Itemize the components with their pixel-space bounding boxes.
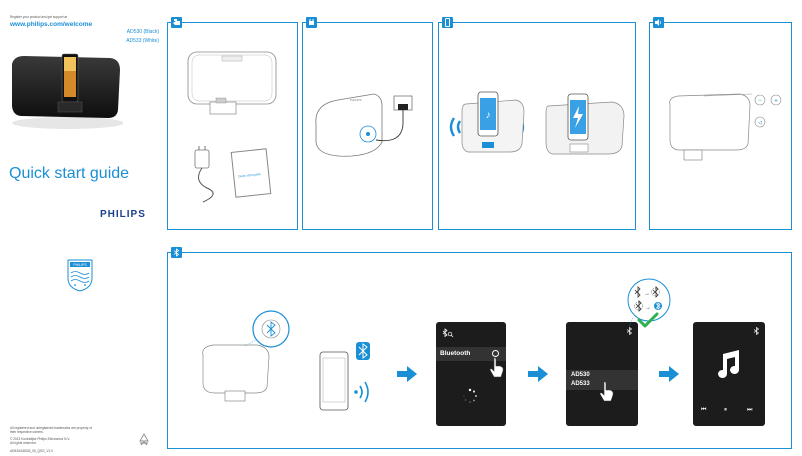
phone-screen-device-list: AD530 AD533 bbox=[566, 322, 638, 426]
volume-speaker-drawing: − + ◁ bbox=[660, 80, 788, 164]
speaker-volume-icon bbox=[655, 19, 662, 26]
svg-text:→: → bbox=[644, 291, 650, 297]
welcome-url[interactable]: www.philips.com/welcome bbox=[10, 21, 93, 28]
qsg-booklet: Quick start guide bbox=[230, 148, 272, 198]
phone-screen-music-player: ⏮ ⏸ ⏭ bbox=[693, 322, 765, 426]
dock-tab bbox=[442, 17, 453, 28]
svg-text:PHILIPS: PHILIPS bbox=[73, 263, 87, 267]
model-white: AD533 (White) bbox=[126, 38, 159, 44]
plug-icon bbox=[309, 19, 314, 25]
speaker-front-drawing bbox=[186, 48, 278, 118]
bluetooth-status-icon bbox=[753, 327, 760, 335]
product-photo bbox=[8, 46, 124, 130]
legal-line-4: All rights reserved. bbox=[10, 441, 37, 445]
speaker-bt-button-drawing bbox=[195, 305, 305, 405]
bluetooth-icon bbox=[173, 248, 180, 257]
dock-music-drawing: ♪ bbox=[446, 90, 532, 164]
loading-spinner-icon bbox=[463, 388, 477, 403]
svg-text:◁: ◁ bbox=[758, 120, 762, 126]
next-track-icon[interactable]: ⏭ bbox=[747, 407, 753, 413]
device-name-2: AD533 bbox=[571, 381, 590, 387]
page-title: Quick start guide bbox=[9, 165, 130, 182]
phone-screen-bluetooth: Bluetooth bbox=[436, 322, 506, 426]
register-text: Register your product and get support at bbox=[10, 15, 68, 19]
recycle-icon bbox=[137, 433, 151, 447]
box-contents-tab bbox=[171, 17, 182, 28]
svg-text:PHILIPS: PHILIPS bbox=[350, 98, 362, 102]
bluetooth-search-icon bbox=[442, 328, 454, 338]
playback-controls: ⏮ ⏸ ⏭ bbox=[693, 406, 765, 418]
hand-pointer-icon bbox=[489, 357, 504, 378]
step-arrow-1 bbox=[397, 366, 417, 382]
svg-text:→: → bbox=[645, 305, 651, 311]
legal-line-1: All registered and unregistered trademar… bbox=[10, 426, 92, 430]
bluetooth-toggle[interactable] bbox=[492, 350, 499, 357]
svg-text:+: + bbox=[774, 99, 778, 105]
bluetooth-setting-row[interactable]: Bluetooth bbox=[436, 347, 506, 361]
device-name-1: AD530 bbox=[571, 372, 590, 378]
volume-tab bbox=[653, 17, 664, 28]
step-arrow-2 bbox=[528, 366, 548, 382]
checkmark-icon bbox=[637, 312, 659, 328]
legal-line-2: their respective owners. bbox=[10, 430, 44, 434]
svg-text:−: − bbox=[758, 98, 762, 104]
philips-shield-logo: PHILIPS bbox=[66, 258, 94, 292]
dock-charging-drawing bbox=[542, 92, 630, 164]
pause-icon[interactable]: ⏸ bbox=[724, 407, 728, 413]
power-connection-drawing: PHILIPS bbox=[312, 84, 428, 164]
bluetooth-status-icon bbox=[626, 327, 633, 335]
bluetooth-tab bbox=[171, 247, 182, 258]
doc-code: AD530/AD533_05_QSG_V1.0 bbox=[10, 449, 53, 453]
music-note-icon bbox=[718, 350, 739, 378]
bluetooth-setting-label: Bluetooth bbox=[440, 350, 471, 357]
phone-icon bbox=[445, 18, 450, 27]
power-adapter-drawing bbox=[183, 146, 233, 204]
hand-pointer-icon bbox=[599, 381, 614, 402]
hand-box-icon bbox=[173, 19, 180, 25]
legal-line-3: © 2013 Koninklijke Philips Electronics N… bbox=[10, 437, 70, 441]
svg-text:♪: ♪ bbox=[486, 110, 491, 121]
booklet-title: Quick start guide bbox=[238, 172, 261, 179]
pairing-status-bubble: → → bbox=[617, 278, 681, 328]
previous-track-icon[interactable]: ⏮ bbox=[701, 407, 707, 413]
power-tab bbox=[306, 17, 317, 28]
device-row-ad530[interactable]: AD530 AD533 bbox=[566, 370, 638, 390]
step-arrow-3 bbox=[659, 366, 679, 382]
phone-bluetooth-drawing bbox=[318, 340, 380, 414]
model-black: AD530 (Black) bbox=[126, 29, 159, 35]
philips-brand: PHILIPS bbox=[100, 209, 146, 220]
